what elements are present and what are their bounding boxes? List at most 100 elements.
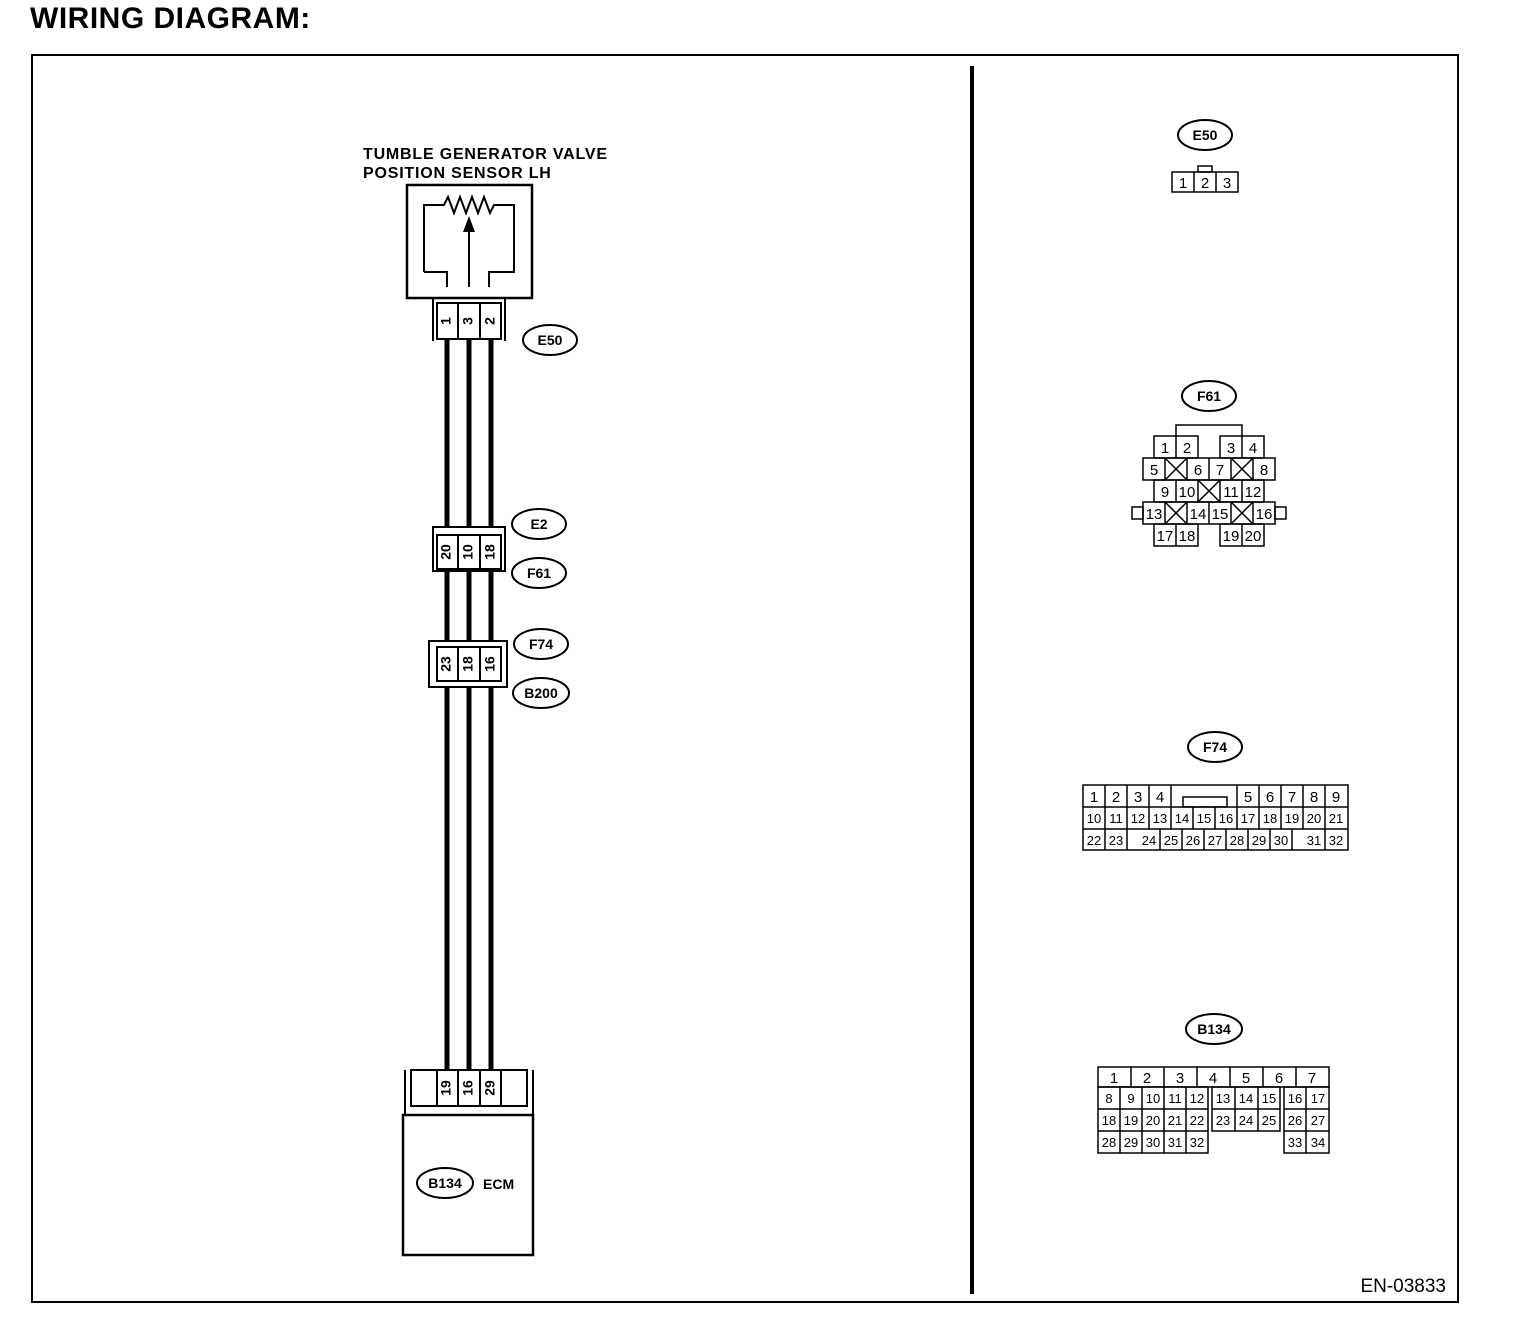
f61-face-pin: 8 [1260,462,1268,479]
f74-face-pin: 15 [1197,811,1211,826]
b134-face-pin: 15 [1262,1091,1276,1106]
f74-face-pin: 28 [1230,833,1244,848]
sensor-title-line1: TUMBLE GENERATOR VALVE [363,146,608,163]
f74-face-pin: 7 [1288,789,1296,806]
f74-face-pin: 12 [1131,811,1145,826]
f74-pin-16: 16 [482,656,498,672]
f74-face-pin: 29 [1252,833,1266,848]
f74-face-pin: 9 [1332,789,1340,806]
b134-face-pin: 16 [1288,1091,1302,1106]
b134-face-pin: 26 [1288,1113,1302,1128]
b200-tag [512,677,570,709]
f61-face-pin: 14 [1190,506,1207,523]
b134-face-pin: 34 [1311,1135,1325,1150]
f74-face-pin: 32 [1329,833,1343,848]
b134-face-pin: 25 [1262,1113,1276,1128]
e2-f61-junction [432,526,506,572]
b134-face-pin: 3 [1176,1070,1184,1087]
f61-face-pin: 11 [1223,484,1239,501]
f74-face-pin: 14 [1175,811,1189,826]
b134-face-pin: 21 [1168,1113,1182,1128]
f61-face-pin: 13 [1146,506,1163,523]
f61-face-tag [1181,380,1237,412]
b134-face-pin: 7 [1308,1070,1316,1087]
b200-tag-label: B200 [524,685,558,701]
f74-face-pin: 30 [1274,833,1288,848]
f61-tag-label: F61 [527,565,551,581]
b134-tag [416,1167,474,1199]
f74-face-pin: 10 [1087,811,1101,826]
e50-tag-label: E50 [538,332,563,348]
f74-face-pin: 19 [1285,811,1299,826]
f74-face-pin: 5 [1244,789,1252,806]
f74-face-pin: 31 [1307,833,1321,848]
figure-ref-code: EN-03833 [1360,1276,1446,1297]
f74-face-pin: 24 [1142,833,1156,848]
f74-face-pin: 18 [1263,811,1277,826]
f74-face-pin-labels: 1 2 3 4 5 6 7 8 9 10 11 12 13 14 15 16 1… [1087,789,1343,848]
f61-pin-10: 10 [460,544,476,560]
f74-face-pin: 1 [1090,789,1098,806]
b134-face-pin: 33 [1288,1135,1302,1150]
f74-face-pin: 2 [1112,789,1120,806]
f61-tag [511,557,567,589]
b134-face-tag [1185,1013,1243,1045]
b134-face-pin: 5 [1242,1070,1250,1087]
b134-face-pin: 22 [1190,1113,1204,1128]
f74-face-pin: 17 [1241,811,1255,826]
f74-face-pin: 26 [1186,833,1200,848]
f74-pin-23: 23 [438,656,454,672]
b134-face-pin: 20 [1146,1113,1160,1128]
b134-face-pin: 32 [1190,1135,1204,1150]
f61-face-pin: 18 [1179,528,1196,545]
b134-face-pin: 30 [1146,1135,1160,1150]
e2-tag [511,508,567,540]
b134-face-pin: 10 [1146,1091,1160,1106]
f61-face-pin: 9 [1161,484,1169,501]
f61-pin-18: 18 [482,544,498,560]
f61-face-label: F61 [1197,388,1221,404]
f61-face-pin: 17 [1157,528,1174,545]
f74-face-pin: 13 [1153,811,1167,826]
f74-face-pin: 4 [1156,789,1164,806]
f61-face-pin: 20 [1245,528,1262,545]
e50-face-label: E50 [1193,127,1218,143]
f74-face-label: F74 [1203,739,1227,755]
b134-face-pin: 8 [1105,1091,1112,1106]
b134-face-label: B134 [1197,1021,1231,1037]
ecm-box [401,1069,535,1257]
b134-face-pin: 19 [1124,1113,1138,1128]
f74-face [1082,784,1349,851]
e50-face-pin-2: 2 [1201,175,1209,192]
f61-face-pin: 6 [1194,462,1202,479]
b134-face-pin: 4 [1209,1070,1217,1087]
page-title: WIRING DIAGRAM: [30,2,311,35]
f61-face-pin: 12 [1245,484,1262,501]
e50-face-pin-3: 3 [1223,175,1231,192]
f74-face-pin: 23 [1109,833,1123,848]
e50-tag [522,324,578,356]
ecm-label: ECM [483,1176,514,1192]
b134-face-pin: 1 [1110,1070,1118,1087]
f61-face-pin: 4 [1249,440,1257,457]
f61-face-pin: 15 [1212,506,1229,523]
sensor-title-line2: POSITION SENSOR LH [363,165,552,182]
e50-pin-3: 3 [460,317,476,325]
b134-face-pin: 29 [1124,1135,1138,1150]
e50-face [1171,165,1239,193]
f74-face-pin: 27 [1208,833,1222,848]
b134-pin-19: 19 [438,1080,454,1096]
f61-face-pin: 5 [1150,462,1158,479]
b134-pin-29: 29 [482,1080,498,1096]
b134-face-pin: 13 [1216,1091,1230,1106]
f74-pin-18: 18 [460,656,476,672]
f61-face-pin: 16 [1256,506,1273,523]
f61-face-pin: 19 [1223,528,1240,545]
f61-face [1131,424,1287,547]
f61-face-pin-labels: 1 2 3 4 5 6 7 8 9 10 11 12 13 14 15 16 1… [1146,440,1273,545]
e2-tag-label: E2 [530,516,547,532]
b134-tag-label: B134 [428,1175,462,1191]
b134-face-pin: 18 [1102,1113,1116,1128]
f61-face-pin: 1 [1161,440,1169,457]
